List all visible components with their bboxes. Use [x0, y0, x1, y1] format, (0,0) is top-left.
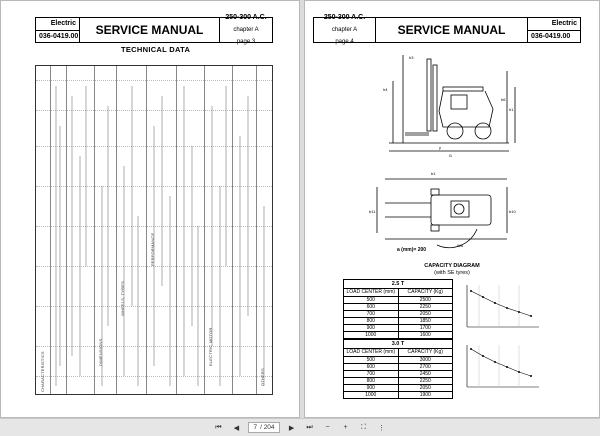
table-cell: 800 — [366, 378, 375, 384]
column-header: LOAD CENTER (mm) — [346, 289, 396, 295]
capacity-plot-2-5t — [466, 285, 539, 328]
left-manual-page: Electric 036-0419.00 SERVICE MANUAL 250-… — [0, 0, 300, 418]
svg-text:h1: h1 — [509, 107, 514, 112]
last-page-icon[interactable]: ⏭ — [306, 423, 313, 431]
svg-text:h3: h3 — [409, 55, 414, 60]
table-cell: 2250 — [397, 304, 453, 310]
table-cell: 2500 — [397, 297, 453, 303]
total-pages-label: / 204 — [260, 424, 275, 431]
svg-text:h4: h4 — [383, 87, 388, 92]
table-cell: 2050 — [397, 311, 453, 317]
aisle-value-label: a (mm)= 200 — [397, 247, 427, 253]
manual-title: SERVICE MANUAL — [95, 23, 204, 37]
svg-text:y: y — [439, 145, 441, 150]
table-cell: 900 — [366, 385, 375, 391]
technical-data-table: CHARACTERISTICS DIMENSIONS WHEELS, TYRES… — [35, 65, 273, 395]
section-title: TECHNICAL DATA — [121, 45, 191, 54]
document-code: 036-0419.00 — [36, 29, 79, 43]
svg-text:b1: b1 — [431, 171, 436, 176]
svg-text:b11: b11 — [369, 209, 376, 214]
model-label: 250-300 A.C. — [225, 14, 267, 21]
capacity-table-2-5t: 2.5 T LOAD CENTER (mm) CAPACITY (Kg) 500… — [343, 279, 453, 339]
table-cell: 1700 — [397, 325, 453, 331]
brand-label: Electric — [50, 19, 76, 27]
table-cell: 1900 — [397, 392, 453, 398]
next-page-icon[interactable]: ▶ — [288, 424, 295, 432]
document-code: 036-0419.00 — [528, 29, 580, 43]
fullscreen-icon[interactable]: ⛶ — [361, 423, 366, 431]
manual-title: SERVICE MANUAL — [397, 23, 506, 37]
svg-text:h6: h6 — [501, 97, 506, 102]
table-cell: 600 — [366, 364, 375, 370]
capacity-table-3-0t: 3.0 T LOAD CENTER (mm) CAPACITY (Kg) 500… — [343, 339, 453, 399]
table-cell: 1600 — [397, 332, 453, 338]
column-header: CAPACITY (Kg) — [397, 289, 453, 296]
table-cell: 1000 — [365, 392, 377, 398]
table-cell: 800 — [366, 318, 375, 324]
svg-text:l1: l1 — [449, 153, 453, 158]
table-cell: 500 — [366, 297, 375, 303]
page-number-field[interactable]: 7 / 204 — [248, 422, 280, 433]
current-page-number[interactable]: 7 — [253, 424, 258, 431]
capacity-table-caption: 2.5 T — [344, 280, 452, 289]
zoom-out-icon[interactable]: − — [325, 424, 330, 431]
capacity-diagram-title: CAPACITY DIAGRAM (with SE tyres) — [424, 263, 480, 276]
svg-text:Wa: Wa — [457, 243, 464, 248]
column-header: CAPACITY (Kg) — [397, 349, 453, 356]
table-cell: 600 — [366, 304, 375, 310]
capacity-table-caption: 3.0 T — [344, 340, 452, 349]
table-cell: 2050 — [397, 385, 453, 391]
brand-label: Electric — [551, 19, 577, 27]
left-page-header: Electric 036-0419.00 SERVICE MANUAL 250-… — [35, 14, 273, 45]
table-cell: 2450 — [397, 371, 453, 377]
table-cell: 500 — [366, 357, 375, 363]
capacity-plot-3-0t — [466, 345, 539, 388]
zoom-in-icon[interactable]: + — [343, 424, 348, 431]
svg-text:b10: b10 — [509, 209, 516, 214]
column-header: LOAD CENTER (mm) — [346, 349, 396, 355]
model-label: 250-300 A.C. — [323, 14, 366, 21]
viewer-toolbar: ⏮ ◀ 7 / 204 ▶ ⏭ − + ⛶ ⋮ — [0, 418, 600, 436]
table-cell: 700 — [366, 311, 375, 317]
table-cell: 2250 — [397, 378, 453, 384]
table-cell: 900 — [366, 325, 375, 331]
table-cell: 3000 — [397, 357, 453, 363]
more-options-icon[interactable]: ⋮ — [378, 424, 386, 432]
table-cell: 1000 — [365, 332, 377, 338]
prev-page-icon[interactable]: ◀ — [233, 424, 240, 432]
table-text-texture — [55, 86, 265, 386]
table-cell: 1850 — [397, 318, 453, 324]
first-page-icon[interactable]: ⏮ — [215, 423, 222, 431]
table-cell: 2700 — [397, 364, 453, 370]
table-cell: 700 — [366, 371, 375, 377]
